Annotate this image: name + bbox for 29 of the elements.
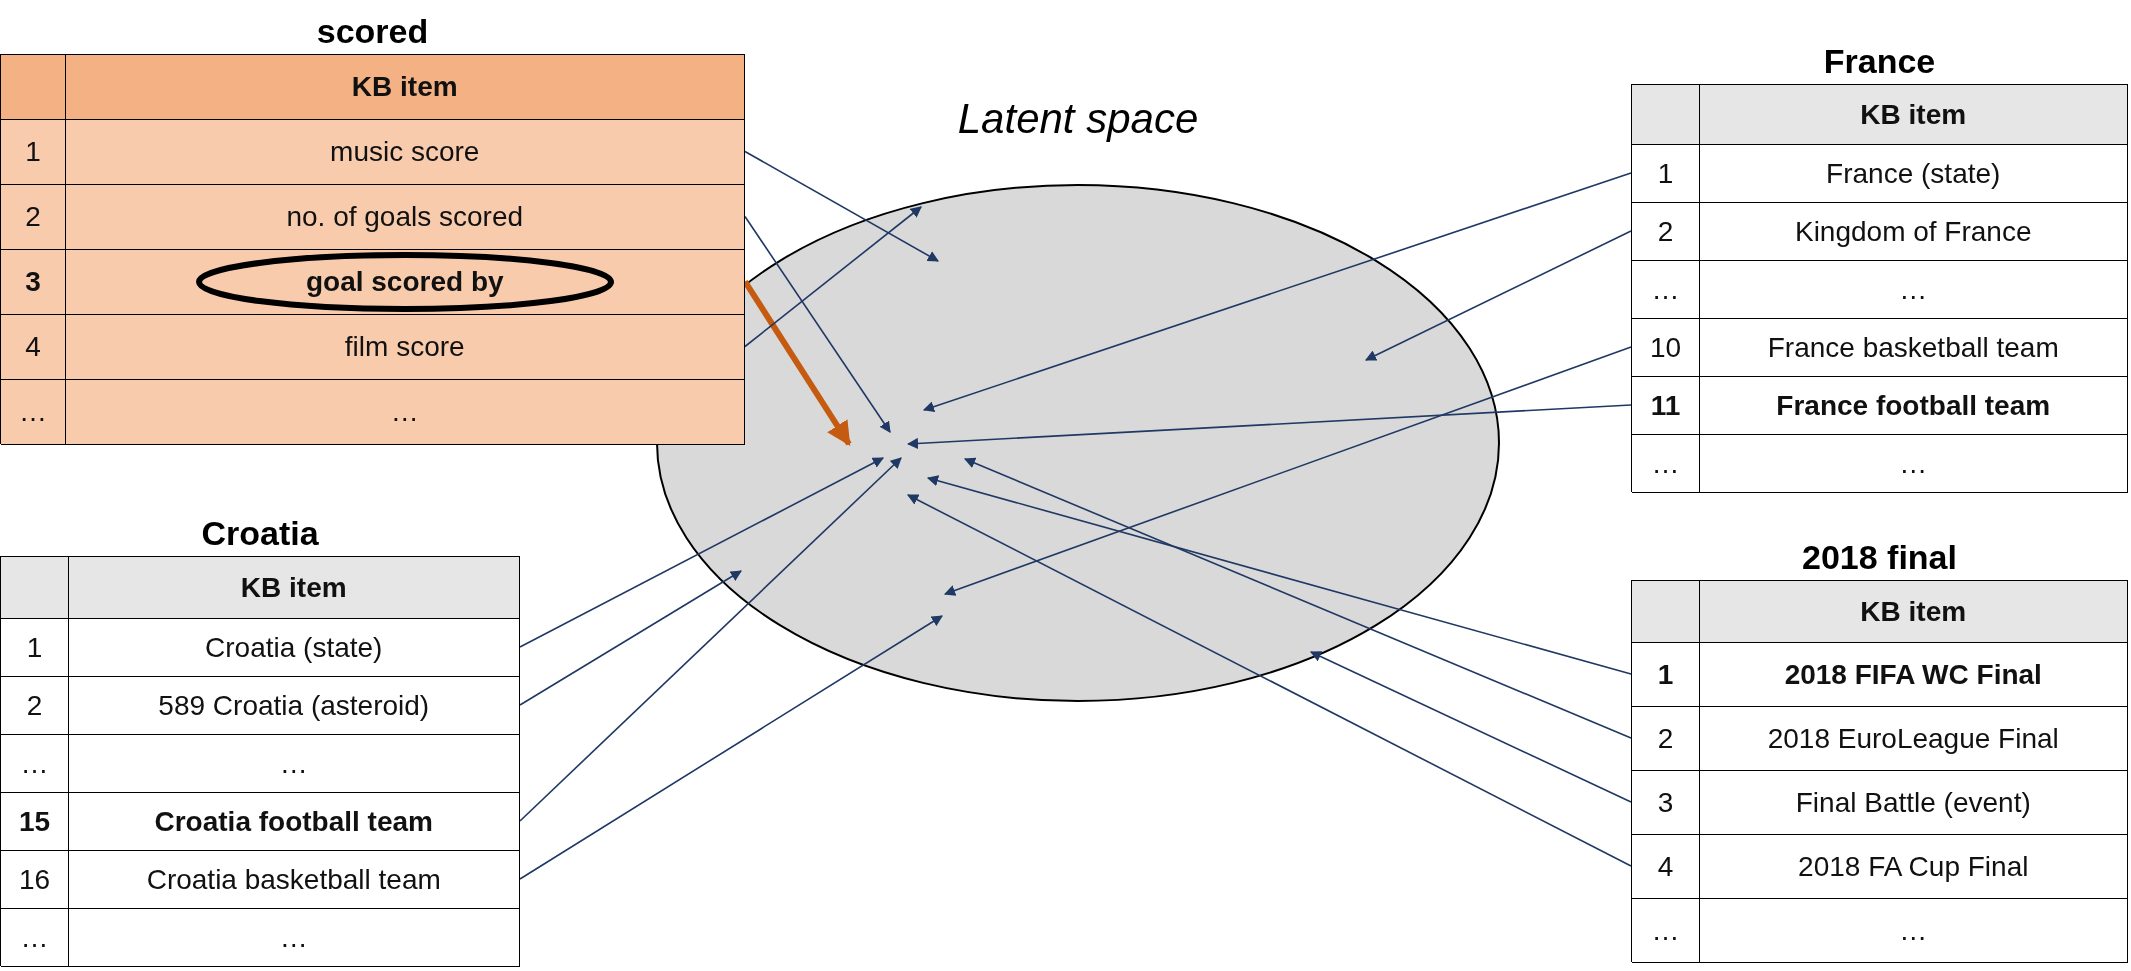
table-title: Croatia (201, 513, 319, 553)
table-title: scored (316, 11, 429, 51)
arrow (519, 570, 742, 706)
arrow (906, 404, 1632, 450)
arrow (519, 457, 884, 648)
arrow (744, 206, 922, 348)
arrow (907, 494, 1632, 867)
arrow (926, 475, 1632, 675)
arrow (742, 279, 852, 446)
table-title: 2018 final (1802, 537, 1957, 577)
row-number: … (1632, 435, 1700, 493)
arrow (922, 172, 1632, 413)
arrow (1310, 651, 1632, 803)
arrow (744, 150, 939, 262)
arrow (1365, 230, 1632, 361)
arrow (519, 615, 943, 880)
kb-item-label: … (1700, 435, 2128, 493)
row-number: … (1632, 899, 1700, 963)
row-number: … (1, 909, 69, 967)
arrow (963, 457, 1632, 739)
arrow (943, 346, 1632, 596)
arrow (519, 457, 902, 822)
space-title: Latent space (957, 95, 1199, 143)
kb-item-label: goal scored by (66, 250, 745, 315)
table-title: France (1823, 41, 1936, 81)
row-number: … (1, 380, 66, 445)
kb-item-label: … (1700, 899, 2128, 963)
kb-item-label: … (69, 909, 520, 967)
arrow (744, 215, 891, 433)
